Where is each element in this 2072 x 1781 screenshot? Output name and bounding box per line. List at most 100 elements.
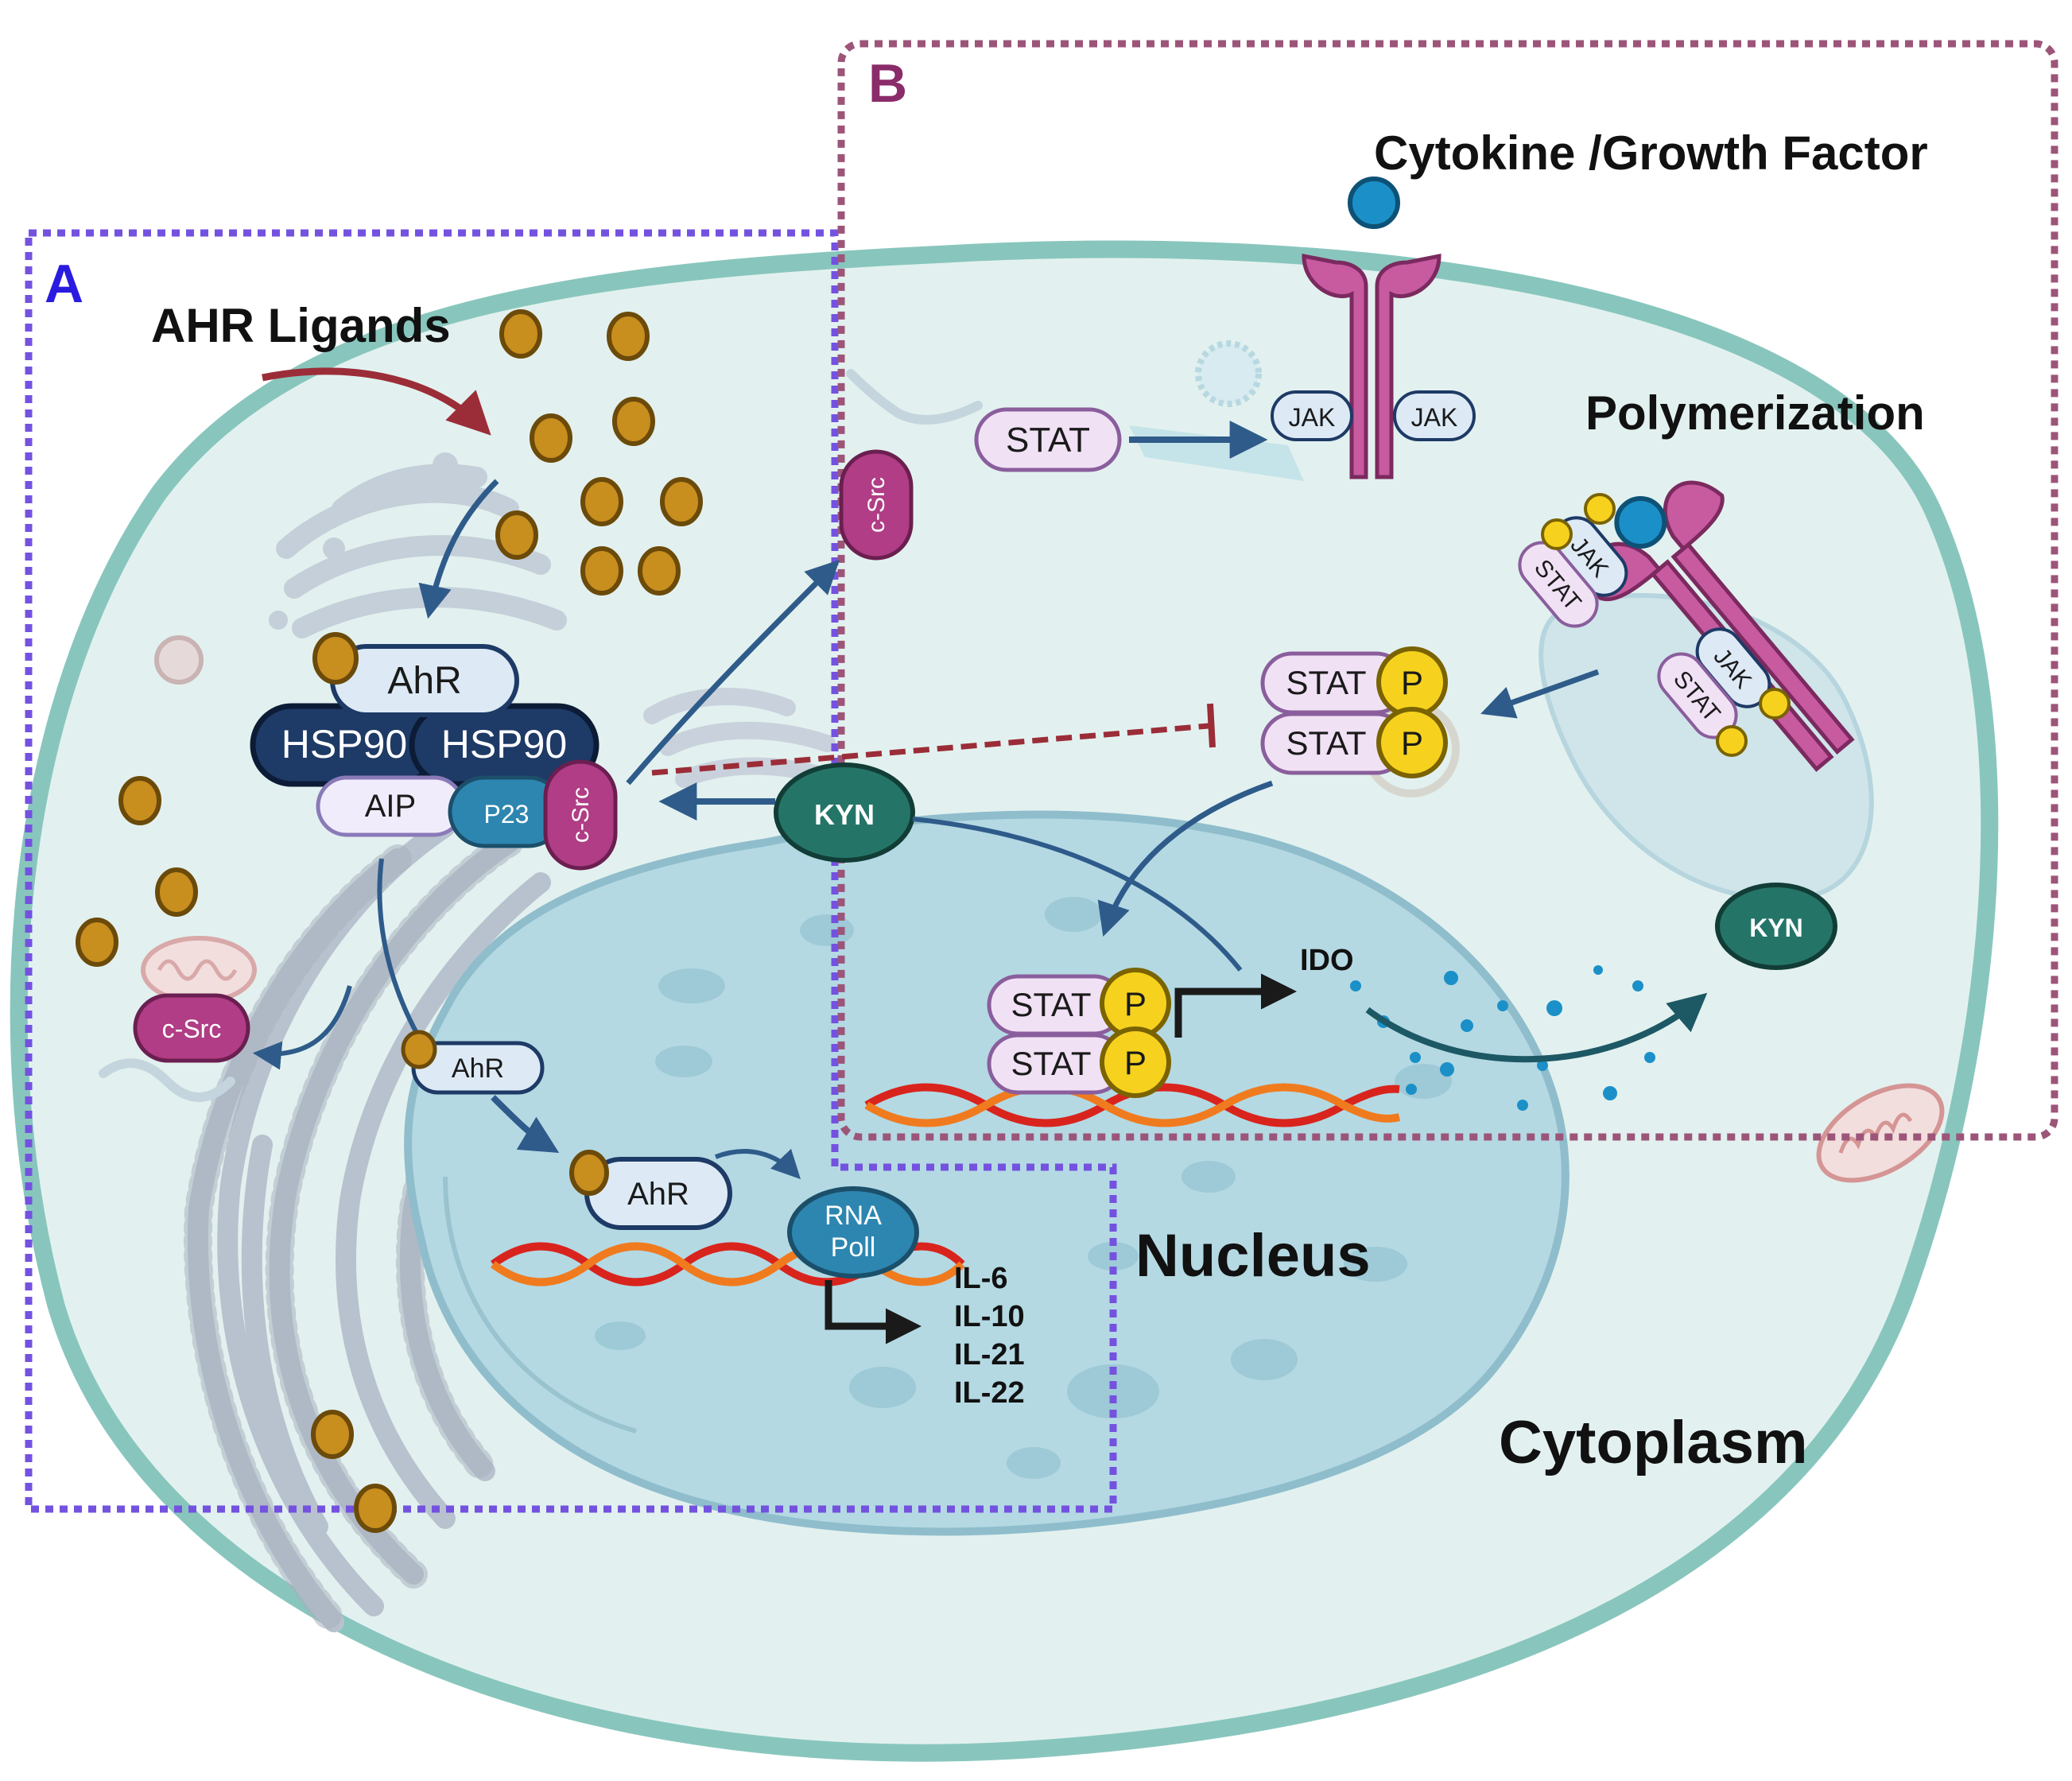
stat-label: STAT	[1011, 1045, 1091, 1082]
phospho-icon	[1759, 688, 1791, 720]
kyn-center	[774, 762, 915, 863]
gene-label: IL-22	[954, 1376, 1025, 1410]
ligand-icon	[155, 867, 198, 917]
ligand-icon	[499, 309, 542, 359]
ligand-icon	[76, 918, 118, 967]
jak-right-pill	[1393, 390, 1476, 441]
ahr-mid-label: AhR	[452, 1053, 504, 1084]
gene-label: IL-21	[954, 1338, 1025, 1372]
ligand-icon	[660, 477, 703, 526]
csrc-left-pill	[133, 993, 250, 1063]
jak-right-label: JAK	[1411, 403, 1458, 432]
ligand-icon	[312, 632, 359, 685]
microtubule-icon	[846, 369, 983, 425]
ligand-icon	[638, 546, 681, 596]
vesicle-icon	[154, 635, 204, 685]
p23-label: P23	[484, 800, 530, 828]
phospho-icon	[1584, 493, 1616, 525]
ligand-icon	[580, 477, 623, 526]
cytoplasm-label: Cytoplasm	[1499, 1409, 1808, 1476]
stat-label: STAT	[1006, 421, 1090, 460]
aip-label: AIP	[365, 789, 416, 824]
dimer-release-arrow	[1480, 669, 1600, 719]
ligand-icon	[569, 1150, 609, 1196]
ahr-nuclear-translocation-path	[377, 858, 424, 1043]
phospho-label: P	[1401, 724, 1423, 762]
kyn-to-nucleus-curve	[912, 817, 1243, 972]
rna-polymerase	[787, 1186, 919, 1279]
stat-label: STAT	[1286, 664, 1366, 701]
phospho-label: P	[1124, 1044, 1147, 1081]
ligand-entry-arrow	[262, 367, 491, 436]
ligand-icon	[401, 1030, 437, 1069]
nucleolus-boundary	[443, 1176, 637, 1434]
cytokine-icon	[1348, 177, 1400, 229]
hsp90-label: HSP90	[281, 722, 407, 766]
stat-dimer: STAT STAT P P	[1260, 646, 1460, 797]
inhibition-line	[651, 723, 1209, 776]
ligand-icon	[530, 413, 572, 463]
dna-strand	[864, 1083, 1401, 1127]
stat-pill	[974, 407, 1122, 472]
kyn-right	[1715, 883, 1837, 970]
mitochondrion-left	[141, 936, 257, 1004]
phospho-icon	[1541, 518, 1573, 550]
phospho-icon	[1716, 725, 1748, 757]
ahr-complex: HSP90 HSP90 AhR AIP P23 c-Src	[250, 632, 618, 871]
csrc-left-arrow	[252, 985, 352, 1070]
hsp90-label: HSP90	[441, 722, 567, 766]
ligand-binding-arrow	[418, 479, 499, 619]
inhibition-bar	[1207, 703, 1216, 748]
nucleus-label: Nucleus	[1135, 1222, 1371, 1290]
ligand-icon	[495, 510, 538, 560]
ligand-icon	[118, 776, 161, 825]
kyn-right-label: KYN	[1749, 914, 1803, 942]
csrc-top-pill	[839, 449, 914, 561]
panel-a-border	[25, 229, 1117, 1513]
vesicle-icon	[1195, 340, 1262, 407]
panel-b-letter: B	[868, 53, 907, 114]
ligand-icon	[607, 312, 650, 361]
dimer-translocation-arrow	[1097, 780, 1274, 937]
receptor-icon	[1302, 253, 1441, 479]
panel-b-border	[837, 40, 2058, 1141]
jak-stat-complex-right: JAK	[1695, 627, 1771, 708]
rna-pol-label: Poll	[831, 1232, 876, 1263]
phospho-label: P	[1401, 664, 1423, 701]
ahr-ligands-label: AHR Ligands	[151, 299, 451, 352]
ligand-icon	[354, 1484, 397, 1533]
cytokine-label: Cytokine /Growth Factor	[1374, 126, 1928, 180]
transcription-arrow-a	[825, 1280, 922, 1344]
ligand-icon	[311, 1410, 354, 1459]
ido-label: IDO	[1300, 944, 1354, 977]
jak-left-label: JAK	[1289, 403, 1336, 432]
csrc-top-label: c-Src	[863, 477, 890, 533]
ligand-group	[76, 309, 703, 1533]
polymerization-label: Polymerization	[1585, 386, 1925, 440]
phospho-icon	[1376, 707, 1448, 778]
stat-label: STAT	[1286, 724, 1366, 762]
ahr-to-rnapol-arrow	[714, 1148, 801, 1180]
phospho-icon	[1100, 1026, 1171, 1098]
rna-pol-label: RNA	[825, 1201, 882, 1231]
csrc-left-label: c-Src	[162, 1015, 222, 1043]
ido-to-kyn-arrow	[1365, 992, 1708, 1063]
phospho-label: P	[1124, 985, 1147, 1022]
csrc-label: c-Src	[568, 787, 594, 843]
stat-label: STAT	[1011, 986, 1091, 1023]
csrc-pill	[543, 759, 618, 871]
stat-dimer-nuclear: STAT STAT P P	[987, 968, 1171, 1098]
gene-label: IL-10	[954, 1300, 1025, 1333]
ligand-icon	[580, 546, 623, 596]
transcription-arrow-b	[1174, 973, 1297, 1038]
ligand-icon	[612, 397, 655, 446]
kyn-label: KYN	[814, 798, 875, 831]
microtubule-icon	[99, 1058, 235, 1102]
panel-a-letter: A	[45, 254, 83, 314]
jak-left-pill	[1271, 390, 1353, 441]
csrc-release-arrow	[626, 560, 840, 786]
ahr-nuc-label: AhR	[627, 1177, 689, 1212]
ahr-to-nucleus-arrow	[491, 1095, 560, 1153]
gene-label: IL-6	[954, 1262, 1008, 1295]
ahr-label: AhR	[387, 660, 461, 702]
